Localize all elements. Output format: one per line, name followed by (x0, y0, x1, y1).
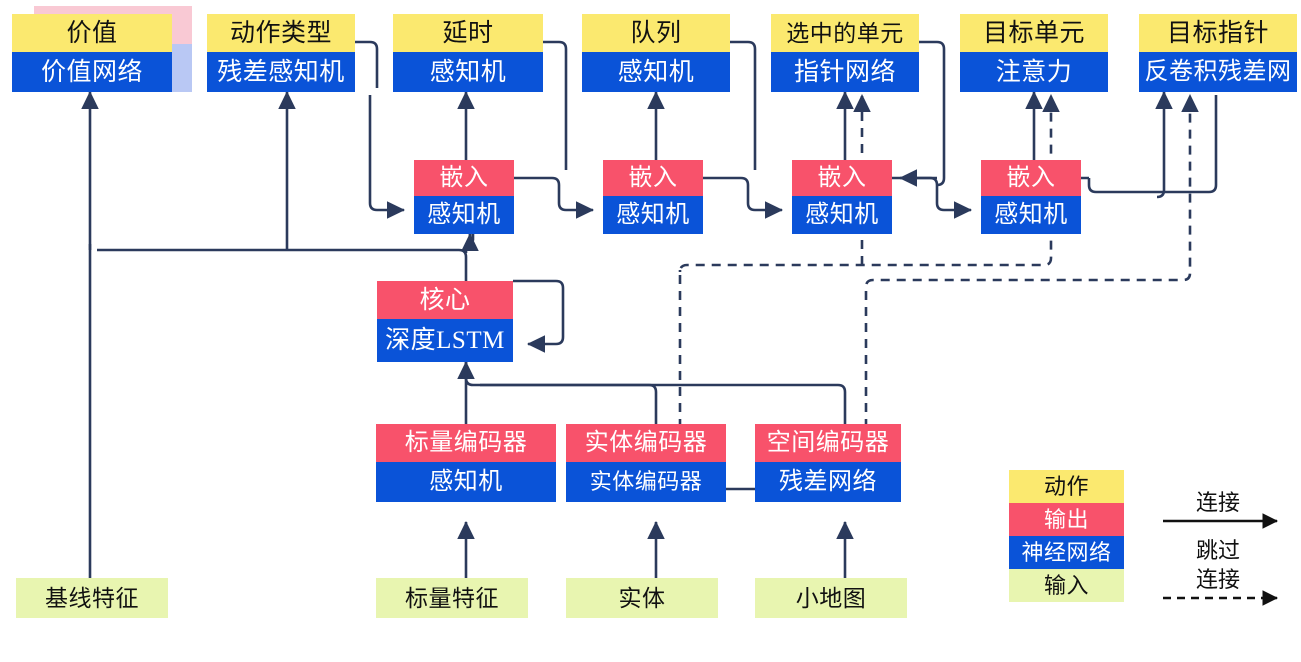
node-embed-1-bottom: 感知机 (414, 196, 514, 234)
node-entity-encoder-bottom: 实体编码器 (566, 462, 726, 502)
legend-connection-label: 连接 (1196, 490, 1241, 515)
legend-skip-label-line1: 跳过 (1196, 538, 1241, 563)
legend-swatch-input: 输入 (1009, 569, 1124, 602)
node-action-type-network: 残差感知机 (207, 52, 355, 92)
node-core[interactable]: 核心 深度LSTM (377, 281, 513, 362)
node-selected-units-network: 指针网络 (771, 52, 919, 92)
node-target-point[interactable]: 目标指针 反卷积残差网 (1139, 14, 1297, 92)
node-delay[interactable]: 延时 感知机 (393, 14, 543, 92)
node-input-minimap-label: 小地图 (755, 578, 907, 618)
node-target-unit-network: 注意力 (960, 52, 1108, 92)
node-core-top: 核心 (377, 281, 513, 319)
legend-skip-label-line2: 连接 (1196, 567, 1241, 592)
node-embed-2-top: 嵌入 (603, 160, 703, 196)
node-spatial-encoder-bottom: 残差网络 (755, 462, 901, 502)
wire-core-to-left-bus (97, 248, 468, 281)
node-value-action: 价值 (12, 14, 172, 52)
node-input-entities-label: 实体 (566, 578, 718, 618)
node-selected-units-action: 选中的单元 (771, 14, 919, 52)
node-delay-action: 延时 (393, 14, 543, 52)
node-embed-2[interactable]: 嵌入 感知机 (603, 160, 703, 234)
node-embed-1-top: 嵌入 (414, 160, 514, 196)
node-input-entities[interactable]: 实体 (566, 578, 718, 618)
wire-tp-left-stub (1156, 95, 1166, 199)
node-target-unit[interactable]: 目标单元 注意力 (960, 14, 1108, 92)
node-selected-units[interactable]: 选中的单元 指针网络 (771, 14, 919, 92)
wire-queue-hook (730, 40, 757, 170)
node-core-bottom: 深度LSTM (377, 319, 513, 362)
legend-swatch-action: 动作 (1009, 470, 1124, 503)
wire-actiontype-to-embed1 (368, 95, 406, 219)
node-input-minimap[interactable]: 小地图 (755, 578, 907, 618)
node-input-scalar-features-label: 标量特征 (376, 578, 528, 618)
node-scalar-encoder[interactable]: 标量编码器 感知机 (376, 424, 556, 502)
legend-swatch-output: 输出 (1009, 503, 1124, 536)
node-embed-3[interactable]: 嵌入 感知机 (792, 160, 892, 234)
node-target-point-action: 目标指针 (1139, 14, 1297, 52)
node-entity-encoder-top: 实体编码器 (566, 424, 726, 462)
skip-entity-to-target-unit (678, 93, 1060, 460)
node-input-baseline-features[interactable]: 基线特征 (16, 578, 168, 618)
wire-core-recurrent-loop (513, 279, 565, 353)
node-action-type-action: 动作类型 (207, 14, 355, 52)
node-queue[interactable]: 队列 感知机 (582, 14, 730, 92)
node-embed-1[interactable]: 嵌入 感知机 (414, 160, 514, 234)
wire-actiontype-hook (355, 40, 379, 88)
wire-embed3-to-embed4 (892, 176, 973, 219)
skip-spatial-to-target-point (864, 93, 1199, 460)
node-embed-4[interactable]: 嵌入 感知机 (981, 160, 1081, 234)
node-embed-2-bottom: 感知机 (603, 196, 703, 234)
node-value[interactable]: 价值 价值网络 (12, 14, 172, 92)
node-queue-network: 感知机 (582, 52, 730, 92)
node-delay-network: 感知机 (393, 52, 543, 92)
node-embed-4-top: 嵌入 (981, 160, 1081, 196)
node-spatial-encoder-top: 空间编码器 (755, 424, 901, 462)
node-action-type[interactable]: 动作类型 残差感知机 (207, 14, 355, 92)
node-entity-encoder[interactable]: 实体编码器 实体编码器 (566, 424, 726, 502)
wire-embed1-to-embed2 (514, 176, 595, 219)
legend-swatches: 动作 输出 神经网络 输入 (1009, 470, 1124, 602)
wire-embed2-to-embed3 (703, 176, 784, 219)
node-input-baseline-features-label: 基线特征 (16, 578, 168, 618)
node-target-unit-action: 目标单元 (960, 14, 1108, 52)
node-embed-4-bottom: 感知机 (981, 196, 1081, 234)
node-embed-3-bottom: 感知机 (792, 196, 892, 234)
wire-targetpoint-feed-a (1087, 95, 1218, 194)
wire-selected-hook (919, 40, 946, 187)
wire-delay-hook (543, 40, 568, 170)
node-target-point-network: 反卷积残差网 (1139, 52, 1297, 92)
node-embed-3-top: 嵌入 (792, 160, 892, 196)
node-input-scalar-features[interactable]: 标量特征 (376, 578, 528, 618)
node-spatial-encoder[interactable]: 空间编码器 残差网络 (755, 424, 901, 502)
node-scalar-encoder-top: 标量编码器 (376, 424, 556, 462)
node-value-network: 价值网络 (12, 52, 172, 92)
legend-swatch-network: 神经网络 (1009, 536, 1124, 569)
wire-core-to-embed1-a (464, 233, 472, 251)
node-scalar-encoder-bottom: 感知机 (376, 462, 556, 502)
node-queue-action: 队列 (582, 14, 730, 52)
